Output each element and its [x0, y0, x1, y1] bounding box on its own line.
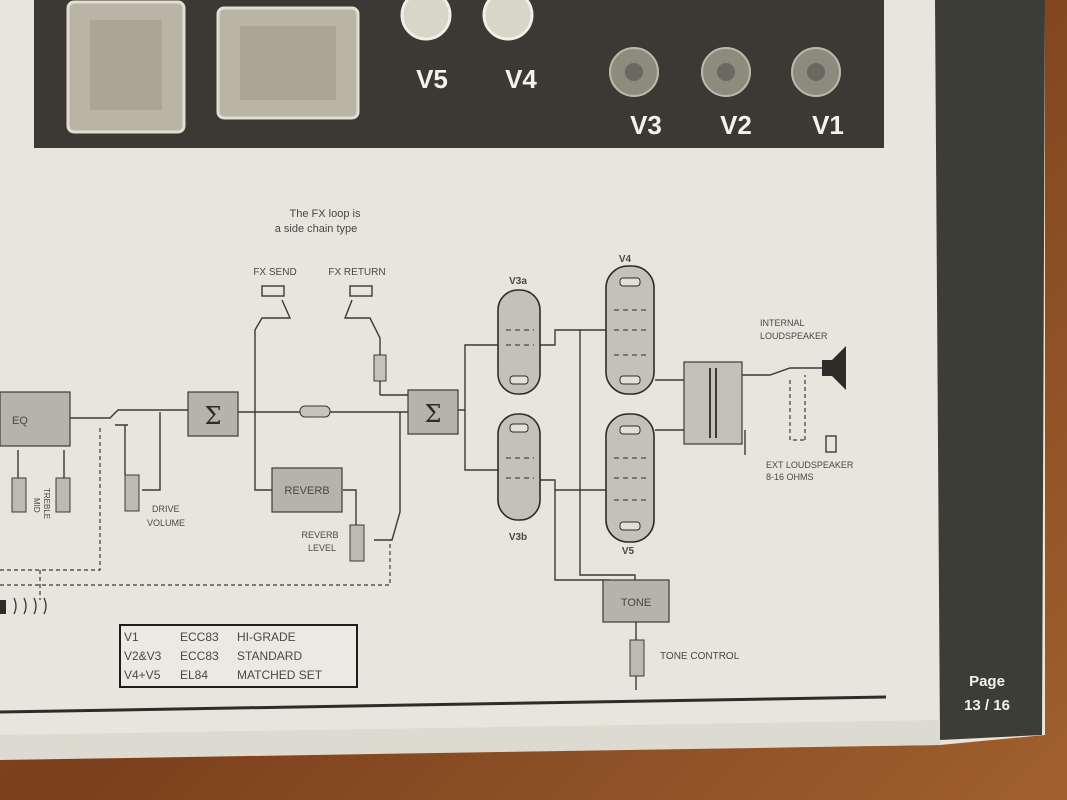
socket-v1-hole: [807, 63, 825, 81]
tube-label-v5: V5: [416, 64, 448, 94]
reverb-level-label-2: LEVEL: [308, 543, 336, 553]
reverb-level-pot-icon: [349, 524, 365, 562]
pot-a-label: MID: [32, 498, 41, 513]
page-side-bar: [935, 0, 1045, 740]
legend-row3-grade: MATCHED SET: [237, 668, 323, 682]
pot-b-label: TREBLE: [42, 488, 51, 519]
fx-send-jack-icon: [261, 285, 285, 297]
tube-v5-plate: [619, 425, 641, 435]
tone-block-label: TONE: [621, 597, 651, 609]
legend-row2-tube: V2&V3: [124, 649, 162, 663]
fx-note-line2: a side chain type: [275, 223, 358, 235]
socket-v5: [400, 0, 452, 41]
fx-return-jack-icon: [349, 285, 373, 297]
v3a-label: V3a: [509, 276, 527, 287]
tube-v4: [605, 265, 655, 395]
paper-bottom-edge: [0, 720, 940, 760]
transformer-core: [90, 20, 162, 110]
resistor-icon: [299, 405, 331, 418]
sum-symbol-1: Σ: [205, 402, 222, 430]
page-number: 13 / 16: [964, 697, 1010, 714]
socket-v4: [482, 0, 534, 41]
legend-row2-type: ECC83: [180, 649, 219, 663]
sum-block-1: [187, 391, 239, 437]
eq-block-label: EQ: [12, 415, 28, 427]
tube-label-v3: V3: [630, 110, 662, 140]
fx-note-line1: The FX loop is: [290, 208, 361, 220]
v5-label: V5: [622, 546, 635, 557]
internal-loudspeaker-icon: [822, 346, 846, 390]
v4-label: V4: [619, 254, 632, 265]
tube-v4-cathode: [619, 375, 641, 385]
reverb-block-label: REVERB: [284, 485, 329, 497]
fx-send-label: FX SEND: [253, 267, 296, 278]
tube-v4-plate: [619, 277, 641, 287]
ext-label-2: 8-16 OHMS: [766, 472, 814, 482]
reverb-block: [271, 467, 343, 513]
tube-v3b: [497, 413, 541, 521]
tube-v5: [605, 413, 655, 543]
legend-row1-tube: V1: [124, 630, 139, 644]
tone-block: [602, 579, 670, 623]
socket-v2-hole: [717, 63, 735, 81]
ext-jack-icon: [825, 435, 837, 453]
tube-label-v2: V2: [720, 110, 752, 140]
tube-v3a: [497, 289, 541, 395]
eq-block: [0, 391, 71, 447]
drive-volume-pot-icon: [124, 474, 140, 512]
tone-pot-icon: [629, 639, 645, 677]
internal-label-1: INTERNAL: [760, 318, 805, 328]
signal-wiring: [0, 299, 822, 690]
page-label: Page: [969, 673, 1005, 690]
socket-v3-hole: [625, 63, 643, 81]
legend-row1-type: ECC83: [180, 630, 219, 644]
tube-label-v4: V4: [505, 64, 537, 94]
tube-v3b-cathode: [509, 423, 529, 433]
internal-label-2: LOUDSPEAKER: [760, 331, 828, 341]
tube-v5-cathode: [619, 521, 641, 531]
tube-v3a-cathode: [509, 375, 529, 385]
v3b-label: V3b: [509, 532, 527, 543]
sum-block-2: [407, 389, 459, 435]
reverb-level-label-1: REVERB: [301, 530, 338, 540]
treble-pot-icon: [55, 477, 71, 513]
output-transformer-icon: [683, 361, 743, 445]
volume-label: VOLUME: [147, 518, 185, 528]
sum-symbol-2: Σ: [425, 400, 442, 428]
fx-return-pot-icon: [373, 354, 387, 382]
tube-legend-box: [119, 624, 358, 688]
mid-pot-icon: [11, 477, 27, 513]
legend-row2-grade: STANDARD: [237, 649, 302, 663]
bottom-rule: [0, 695, 887, 714]
legend-row3-type: EL84: [180, 668, 208, 682]
output-transformer-core: [240, 26, 336, 100]
legend-row3-tube: V4+V5: [124, 668, 161, 682]
tone-control-label: TONE CONTROL: [660, 651, 740, 662]
drive-label: DRIVE: [152, 504, 180, 514]
tube-label-v1: V1: [812, 110, 844, 140]
ext-label-1: EXT LOUDSPEAKER: [766, 460, 854, 470]
footswitch-jacks-icon: [0, 597, 47, 615]
legend-row1-grade: HI-GRADE: [237, 630, 296, 644]
fx-return-label: FX RETURN: [328, 267, 385, 278]
